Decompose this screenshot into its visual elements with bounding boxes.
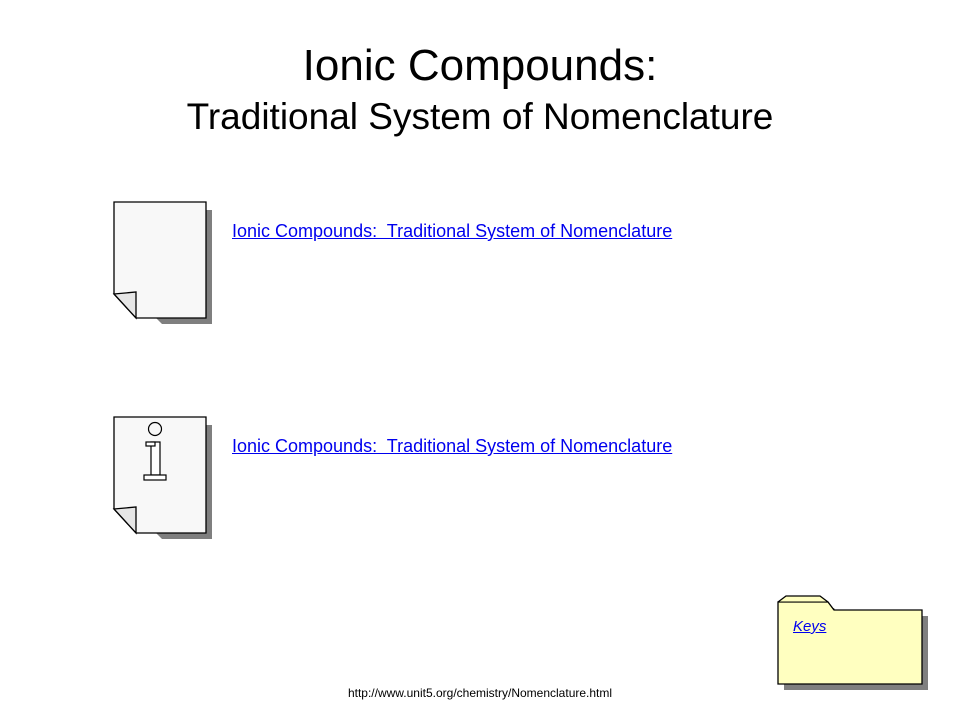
slide-title: Ionic Compounds: Traditional System of N…	[0, 38, 960, 140]
folder-keys-label[interactable]: Keys	[793, 618, 827, 635]
info-document-icon[interactable]	[110, 413, 220, 543]
link-ionic-compounds-1[interactable]: Ionic Compounds: Traditional System of N…	[232, 221, 673, 241]
title-line-1: Ionic Compounds:	[302, 41, 658, 90]
document-icon[interactable]	[110, 198, 220, 328]
title-line-2: Traditional System of Nomenclature	[186, 96, 774, 137]
source-url: http://www.unit5.org/chemistry/Nomenclat…	[347, 686, 613, 700]
folder-keys[interactable]: Keys	[772, 592, 932, 692]
link-ionic-compounds-2[interactable]: Ionic Compounds: Traditional System of N…	[232, 436, 673, 456]
